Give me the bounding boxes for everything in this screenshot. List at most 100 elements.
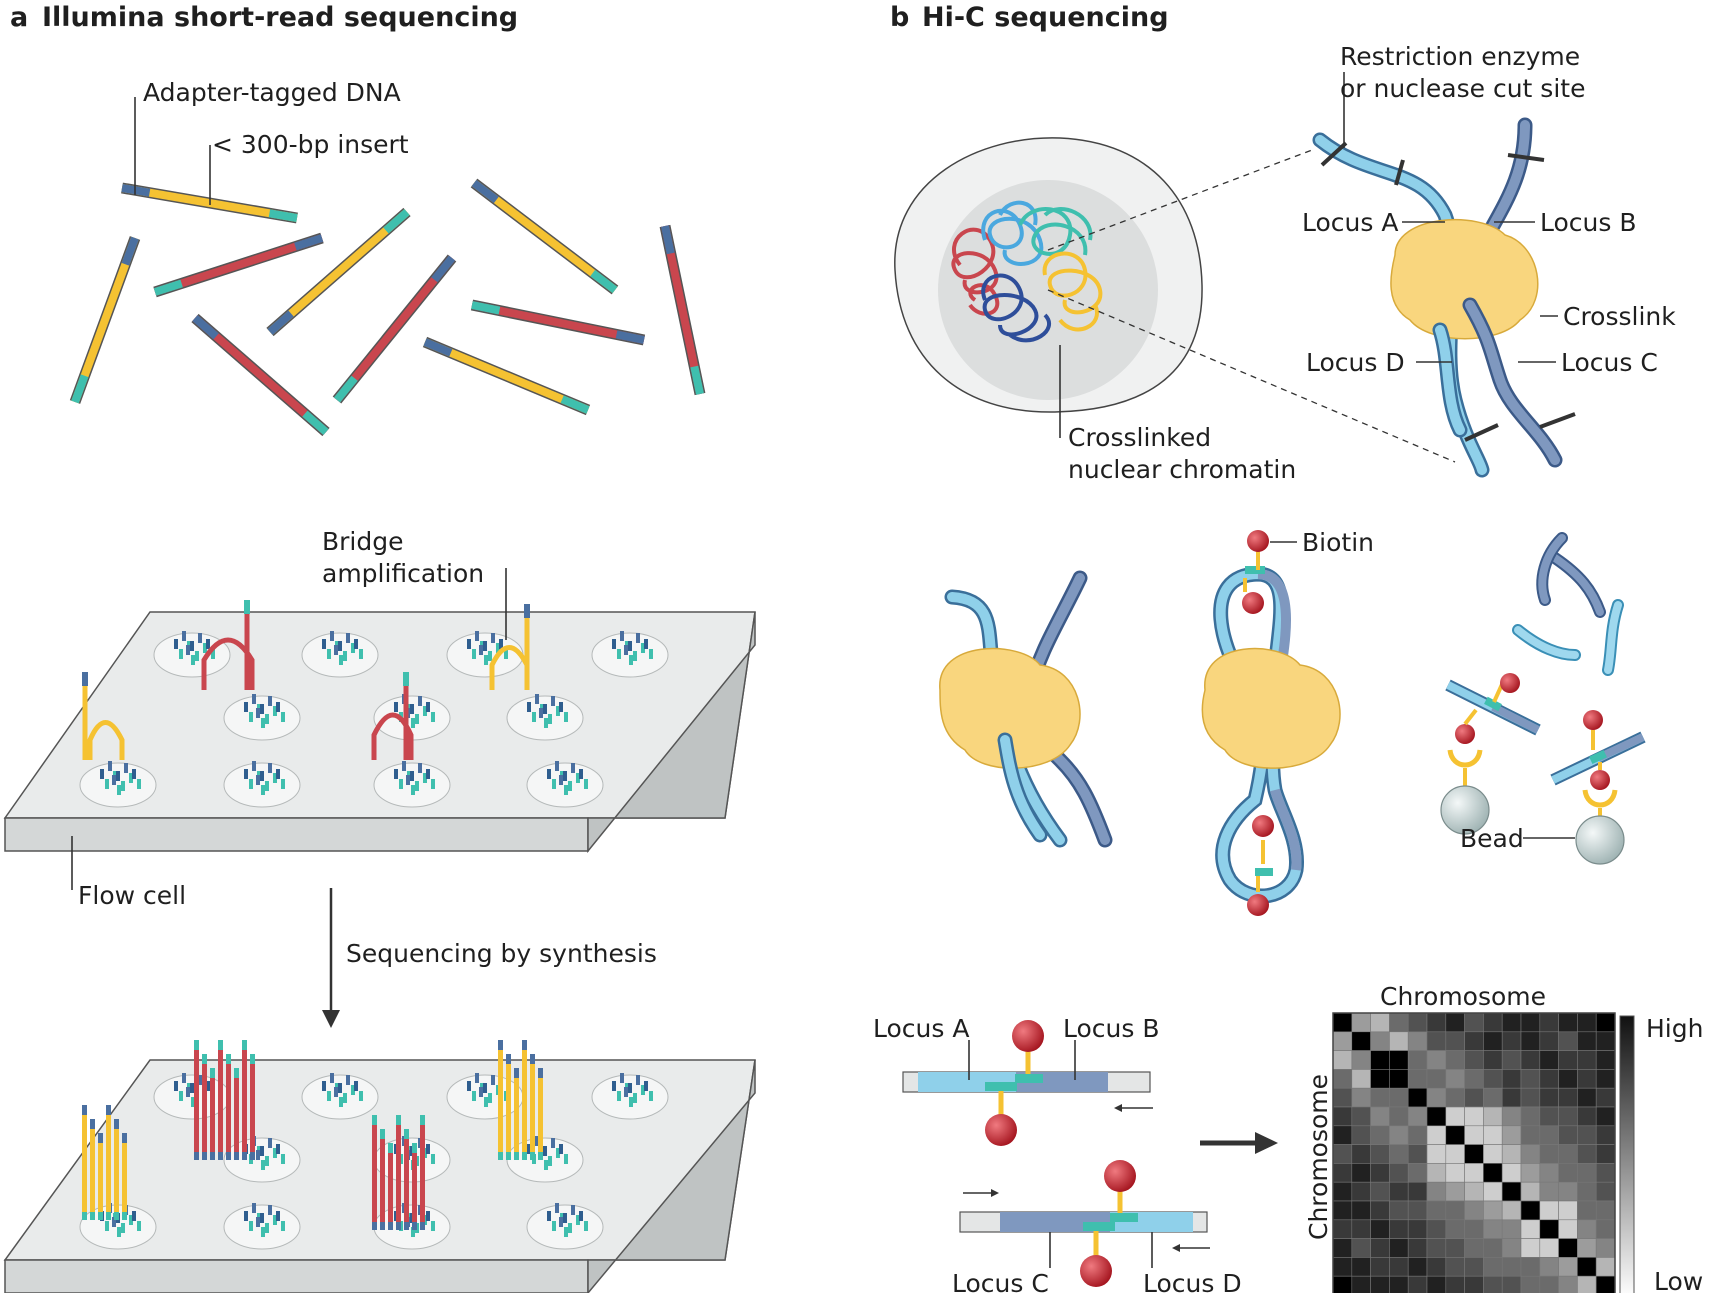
heatmap-cell [1351,1200,1371,1221]
heatmap-cell [1501,1200,1522,1221]
heatmap-cell [1426,1069,1447,1089]
heatmap-cell [1445,1163,1465,1183]
heatmap-cell [1483,1257,1503,1277]
heatmap-cell [1351,1106,1371,1127]
heatmap-cell [1445,1087,1465,1108]
heatmap-cell [1558,1125,1578,1145]
heatmap-cell [1351,1012,1371,1033]
heatmap-cell [1370,1012,1390,1033]
heatmap-cell [1389,1275,1409,1293]
step-pulldown [1440,532,1646,865]
heatmap-cell [1501,1181,1522,1202]
heatmap-cell [1539,1181,1559,1202]
heatmap-cell [1464,1087,1484,1108]
heatmap-cell [1332,1163,1353,1183]
heatmap-cell [1558,1163,1578,1183]
heatmap-cell [1370,1069,1390,1089]
heatmap-cell [1539,1125,1559,1145]
heatmap-cell [1370,1200,1390,1221]
restriction-label-1: Restriction enzyme [1340,42,1580,71]
strand [242,1040,247,1160]
zoom-line-bottom [1047,289,1456,463]
heatmap-cell [1370,1219,1390,1239]
cluster [153,631,231,678]
heatmap-cell [1445,1069,1465,1089]
scale-high-label: High [1646,1014,1703,1043]
bead-label: Bead [1460,824,1524,853]
strand [404,1129,409,1230]
locus-d-label: Locus D [1306,348,1405,377]
heatmap-cell [1483,1219,1503,1239]
heatmap-cell [1389,1012,1409,1033]
heatmap-cell [1332,1125,1353,1145]
heatmap-cell [1332,1200,1353,1221]
strand [226,1054,231,1160]
heatmap-cell [1501,1238,1522,1258]
heatmap-cell [1483,1125,1503,1145]
chromatin-label-2: nuclear chromatin [1068,455,1296,484]
heatmap-cell [1370,1181,1390,1202]
sbs-arrow [322,888,340,1028]
heatmap-cell [1407,1200,1428,1221]
heatmap-cell [1464,1031,1484,1051]
heatmap-cell [1501,1125,1522,1145]
heatmap-cell [1407,1181,1428,1202]
heatmap-cell [1520,1275,1541,1293]
heatmap-cell [1426,1031,1447,1051]
heatmap-cell [1558,1257,1578,1277]
heatmap-cell [1595,1219,1616,1239]
strand [250,1054,255,1160]
heatmap-cell [1577,1163,1597,1183]
heatmap-cell [1389,1238,1409,1258]
heatmap-cell [1351,1181,1371,1202]
heatmap-cell [1483,1031,1503,1051]
heatmap-cell [1332,1087,1353,1108]
panel-b-letter: b [890,2,909,33]
heatmap-cell [1426,1257,1447,1277]
strand [498,1040,503,1160]
bridge-label-2: amplification [322,559,484,588]
dna-fragment [191,313,330,437]
heatmap-cell [1407,1106,1428,1127]
heatmap-cell [1351,1050,1371,1070]
heatmap-cell [1370,1087,1390,1108]
heatmap-cell [1520,1031,1541,1051]
heatmap-cell [1445,1050,1465,1070]
cluster [79,761,157,808]
heatmap-cell [1558,1238,1578,1258]
heatmap-cell [1351,1163,1371,1183]
heatmap-cell [1389,1257,1409,1277]
step-ligation [1201,530,1341,916]
locus-crosslink-zoom [1312,117,1576,478]
heatmap-cell [1351,1238,1371,1258]
heatmap-cell [1558,1031,1578,1051]
read-pair-1 [902,1020,1153,1146]
heatmap-cell [1426,1012,1447,1033]
heatmap-cell [1595,1050,1616,1070]
heatmap-cell [1389,1069,1409,1089]
heatmap-cell [1407,1069,1428,1089]
heatmap-cell [1558,1050,1578,1070]
strand [420,1115,425,1230]
heatmap-cell [1464,1125,1484,1145]
heatmap-cell [1351,1125,1371,1145]
strand [372,1115,377,1230]
heatmap-cell [1445,1200,1465,1221]
chromatin-tangle [951,200,1103,343]
heatmap-cell [1520,1257,1541,1277]
dna-fragment [422,336,591,416]
heatmap-cell [1558,1181,1578,1202]
heatmap-cell [1595,1144,1616,1164]
crosslink-label: Crosslink [1563,302,1676,331]
heatmap-cell [1595,1069,1616,1089]
heatmap-cell [1520,1050,1541,1070]
heatmap-cell [1389,1050,1409,1070]
heatmap-cell [1332,1238,1353,1258]
flow-cell-top-clusters [79,631,669,808]
heatmap-cell [1389,1144,1409,1164]
heatmap-cell [1464,1238,1484,1258]
heatmap-cell [1426,1219,1447,1239]
heatmap-cell [1595,1257,1616,1277]
heatmap-cell [1501,1050,1522,1070]
cluster [591,631,669,678]
